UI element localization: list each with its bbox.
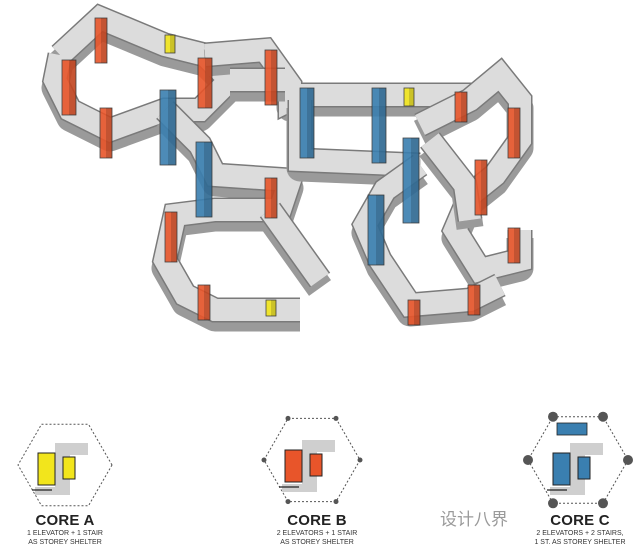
blue-core-tower xyxy=(367,194,385,266)
core-tower-shade xyxy=(205,58,212,108)
core-b-desc-1: 2 ELEVATORS + 1 STAIR xyxy=(276,530,358,537)
core-c-column-dot xyxy=(523,455,533,465)
core-tower-shade xyxy=(204,285,210,320)
core-a-stair xyxy=(62,456,76,480)
watermark: 设计八界 xyxy=(440,510,508,529)
core-tower-shade xyxy=(409,88,414,106)
orange-core-tower xyxy=(197,284,211,321)
orange-core-tower xyxy=(164,211,178,263)
core-tower-shade xyxy=(414,300,420,325)
core-tower-shade xyxy=(271,178,277,218)
core-a-desc-1: 1 ELEVATOR + 1 STAIR xyxy=(27,530,103,537)
core-tower-shade xyxy=(514,108,520,158)
core-c-core-footprint xyxy=(550,443,603,495)
core-c-extra-stair xyxy=(556,422,588,436)
core-a-hex-outline xyxy=(17,423,113,507)
orange-core-tower xyxy=(94,17,108,64)
core-b-desc-2: AS STOREY SHELTER xyxy=(280,539,354,546)
blue-core-tower xyxy=(402,137,420,224)
core-b-column-dot xyxy=(333,499,339,505)
core-towers xyxy=(61,17,521,326)
orange-core-tower xyxy=(474,159,488,216)
core-tower-shade xyxy=(168,90,176,165)
blue-core-tower xyxy=(299,87,315,159)
core-tower-shade xyxy=(106,108,112,158)
orange-core-tower xyxy=(454,91,468,123)
blue-core-tower xyxy=(159,89,177,166)
core-c-desc-1: 2 ELEVATORS + 2 STAIRS, xyxy=(536,530,624,537)
core-a-title: CORE A xyxy=(35,512,95,529)
orange-core-tower xyxy=(99,107,113,159)
yellow-core-tower xyxy=(164,34,176,54)
yellow-core-tower xyxy=(265,299,277,317)
core-tower-shade xyxy=(379,88,386,163)
orange-core-tower xyxy=(467,284,481,316)
orange-core-tower xyxy=(264,49,278,106)
core-c-column-dot xyxy=(548,411,558,422)
core-b-column-dot xyxy=(261,457,267,463)
yellow-core-tower xyxy=(403,87,415,107)
core-tower-shade xyxy=(461,92,467,122)
core-b-column-dot xyxy=(285,499,291,505)
orange-core-tower xyxy=(407,299,421,326)
core-c-desc-2: 1 ST. AS STOREY SHELTER xyxy=(534,539,626,546)
core-tower-shade xyxy=(204,142,212,217)
core-c-stair xyxy=(577,456,591,480)
building-slab xyxy=(261,203,329,287)
core-c-column-dot xyxy=(598,411,608,422)
core-b-elevator xyxy=(284,449,303,483)
core-b-column-dot xyxy=(333,415,339,421)
core-c-column-dot xyxy=(598,498,608,509)
core-b-label: CORE B 2 ELEVATORS + 1 STAIR AS STOREY S… xyxy=(252,512,382,547)
blue-core-tower xyxy=(195,141,213,218)
core-tower-shade xyxy=(481,160,487,215)
building-slabs xyxy=(41,3,534,332)
core-c-title: CORE C xyxy=(550,512,610,529)
core-tower-shade xyxy=(101,18,107,63)
core-tower-shade xyxy=(307,88,314,158)
core-b-core-footprint xyxy=(282,440,335,492)
core-b-stair xyxy=(309,453,323,477)
core-tower-shade xyxy=(474,285,480,315)
core-tower-shade xyxy=(271,50,277,105)
orange-core-tower xyxy=(507,227,521,264)
core-c-column-dot xyxy=(548,498,558,509)
core-a-label: CORE A 1 ELEVATOR + 1 STAIR AS STOREY SH… xyxy=(0,512,130,547)
core-tower-shade xyxy=(69,60,76,115)
orange-core-tower xyxy=(264,177,278,219)
orange-core-tower xyxy=(61,59,77,116)
core-type-legend xyxy=(17,411,633,509)
core-b-column-dot xyxy=(357,457,363,463)
core-c-column-dot xyxy=(623,455,633,465)
building-slab xyxy=(415,59,531,283)
orange-core-tower xyxy=(197,57,213,109)
core-c-label: CORE C 2 ELEVATORS + 2 STAIRS, 1 ST. AS … xyxy=(515,512,640,547)
core-a-elevator xyxy=(37,452,56,486)
core-tower-shade xyxy=(170,35,175,53)
core-tower-shade xyxy=(411,138,419,223)
core-c-elevator xyxy=(552,452,571,486)
core-tower-shade xyxy=(171,212,177,262)
blue-core-tower xyxy=(371,87,387,164)
core-tower-shade xyxy=(514,228,520,263)
building-slab xyxy=(421,133,481,222)
core-b-column-dot xyxy=(285,415,291,421)
core-tower-shade xyxy=(376,195,384,265)
core-a-desc-2: AS STOREY SHELTER xyxy=(28,539,102,546)
orange-core-tower xyxy=(507,107,521,159)
core-tower-shade xyxy=(271,300,276,316)
core-a-core-footprint xyxy=(35,443,88,495)
core-b-title: CORE B xyxy=(287,512,347,529)
